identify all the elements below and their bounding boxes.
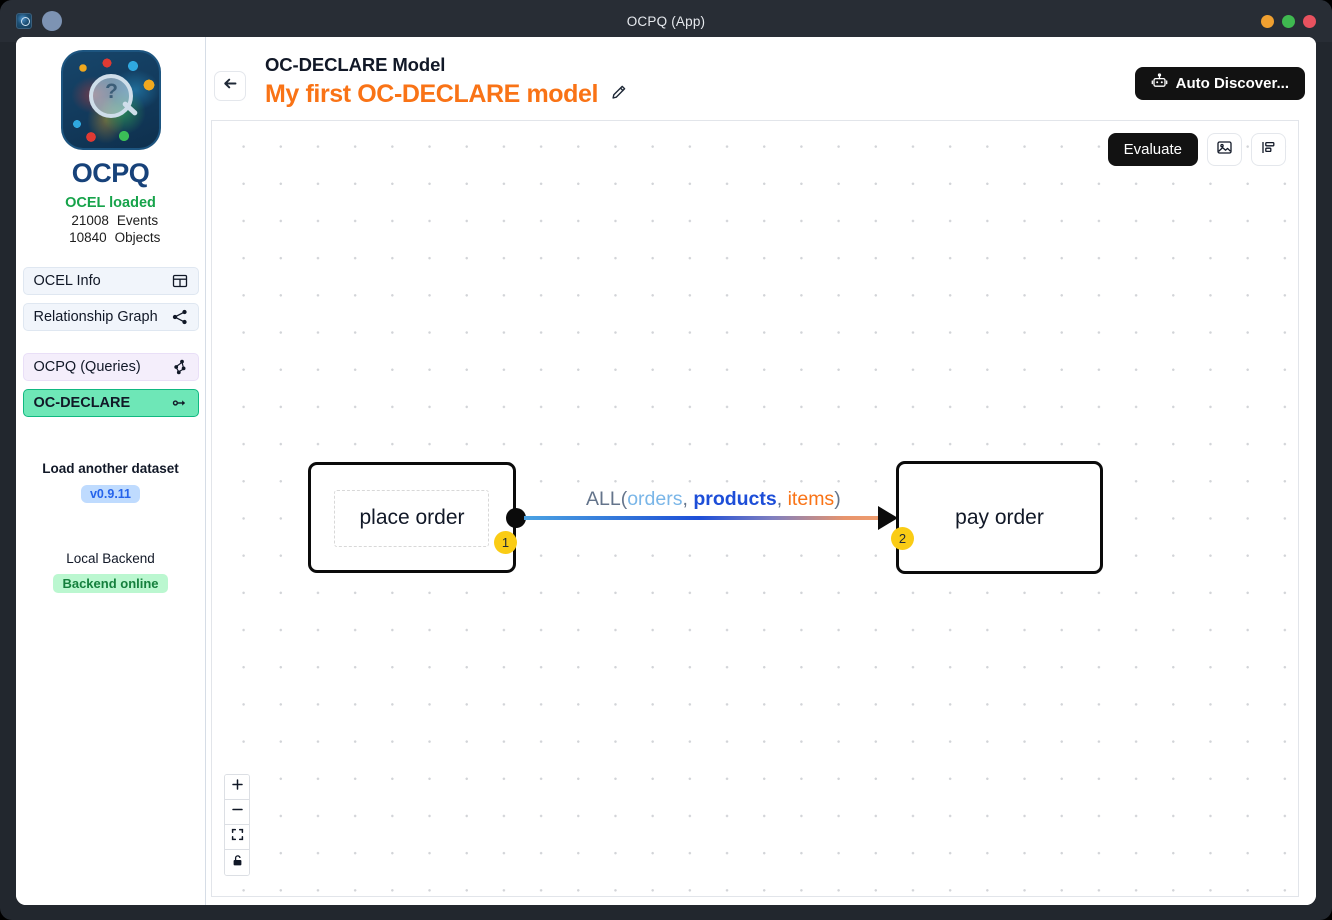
sidebar-item-label: Relationship Graph xyxy=(33,309,158,325)
canvas-toolbar: Evaluate xyxy=(1107,133,1286,166)
sidebar-item-label: OCEL Info xyxy=(33,273,101,289)
edit-model-name-button[interactable] xyxy=(610,84,627,106)
objects-count: 10840 xyxy=(69,230,107,245)
arrow-left-icon xyxy=(222,75,239,97)
close-dot[interactable] xyxy=(1303,14,1316,28)
sidebar-item-ocpq-queries[interactable]: OCPQ (Queries) xyxy=(22,353,199,381)
canvas-zoom-controls xyxy=(224,774,250,876)
node-badge-1: 1 xyxy=(494,531,517,554)
edge-open-paren: ( xyxy=(620,488,628,510)
node-badge-2: 2 xyxy=(891,527,914,550)
graph-icon xyxy=(172,309,188,325)
main-area: OC-DECLARE Model My first OC-DECLARE mod… xyxy=(206,37,1316,905)
edge-sep-1: , xyxy=(682,488,694,510)
stat-events: 21008 Events xyxy=(63,213,158,228)
window-title: OCPQ (App) xyxy=(626,13,706,29)
version-badge: v0.9.11 xyxy=(80,485,140,503)
window-titlebar: OCPQ (App) xyxy=(0,0,1332,42)
fit-view-icon xyxy=(231,828,244,846)
page-subtitle: OC-DECLARE Model xyxy=(265,54,446,75)
auto-discover-button[interactable]: Auto Discover... xyxy=(1134,67,1305,100)
unlock-icon xyxy=(231,854,244,872)
edge-object-type-orders: orders xyxy=(627,488,683,510)
constraint-edge[interactable] xyxy=(524,516,889,520)
app-body: ? OCPQ OCEL loaded 21008 Events 10840 Ob… xyxy=(16,37,1316,905)
flow-icon xyxy=(172,395,188,411)
sidebar-item-ocel-info[interactable]: OCEL Info xyxy=(22,267,199,295)
minimize-dot[interactable] xyxy=(1261,14,1274,28)
pencil-icon xyxy=(610,84,627,106)
image-icon xyxy=(1216,139,1233,161)
sidebar-item-oc-declare[interactable]: OC-DECLARE xyxy=(22,389,199,417)
align-layout-icon xyxy=(1260,139,1277,161)
events-label: Events xyxy=(116,213,159,228)
zoom-out-button[interactable] xyxy=(225,800,249,825)
edge-sep-2: , xyxy=(776,488,788,510)
window-menu-circle[interactable] xyxy=(42,11,62,31)
node-place-order[interactable]: place order xyxy=(308,462,516,573)
load-another-dataset-label[interactable]: Load another dataset xyxy=(42,461,179,476)
plus-icon xyxy=(231,778,244,796)
minus-icon xyxy=(231,803,244,821)
node-label: pay order xyxy=(955,505,1044,529)
node-inner-dashed-area xyxy=(334,490,489,547)
title-block: OC-DECLARE Model My first OC-DECLARE mod… xyxy=(265,54,627,109)
edge-arrow-icon xyxy=(878,506,898,530)
window-controls xyxy=(1152,14,1332,28)
sidebar-item-label: OCPQ (Queries) xyxy=(33,359,141,375)
hierarchy-icon xyxy=(172,359,188,375)
back-button[interactable] xyxy=(214,71,246,101)
edge-quantifier: ALL xyxy=(586,488,621,510)
fit-view-button[interactable] xyxy=(225,825,249,850)
page-title: My first OC-DECLARE model xyxy=(265,80,599,108)
model-name-row: My first OC-DECLARE model xyxy=(265,80,627,109)
robot-icon xyxy=(1151,73,1168,94)
lock-canvas-button[interactable] xyxy=(225,850,249,875)
model-canvas[interactable]: Evaluate xyxy=(211,120,1299,897)
auto-discover-label: Auto Discover... xyxy=(1175,75,1289,92)
edge-label[interactable]: ALL(orders, products, items) xyxy=(586,488,841,511)
titlebar-left xyxy=(0,11,180,31)
events-count: 21008 xyxy=(71,213,109,228)
ocel-status: OCEL loaded xyxy=(65,195,156,211)
maximize-dot[interactable] xyxy=(1282,14,1295,28)
auto-layout-button[interactable] xyxy=(1251,133,1286,166)
brand-name: OCPQ xyxy=(71,158,150,188)
stat-objects: 10840 Objects xyxy=(61,230,161,245)
node-pay-order[interactable]: pay order xyxy=(896,461,1103,574)
sidebar-item-label: OC-DECLARE xyxy=(33,395,131,411)
page-header: OC-DECLARE Model My first OC-DECLARE mod… xyxy=(206,37,1316,120)
sidebar-item-relationship-graph[interactable]: Relationship Graph xyxy=(22,303,199,331)
objects-label: Objects xyxy=(114,230,161,245)
node-label: place order xyxy=(359,505,465,529)
zoom-in-button[interactable] xyxy=(225,775,249,800)
logo-question-glyph: ? xyxy=(105,80,118,103)
backend-status-badge: Backend online xyxy=(53,574,168,593)
export-image-button[interactable] xyxy=(1207,133,1242,166)
edge-object-type-items: items xyxy=(787,488,835,510)
table-icon xyxy=(172,273,188,289)
edge-object-type-products: products xyxy=(693,488,777,510)
ocpq-logo-icon: ? xyxy=(60,50,161,150)
sidebar: ? OCPQ OCEL loaded 21008 Events 10840 Ob… xyxy=(16,37,206,905)
app-icon xyxy=(16,13,32,29)
local-backend-label: Local Backend xyxy=(66,551,155,566)
edge-close-paren: ) xyxy=(834,488,841,510)
node-output-port[interactable] xyxy=(506,508,526,528)
evaluate-button[interactable]: Evaluate xyxy=(1107,133,1198,166)
